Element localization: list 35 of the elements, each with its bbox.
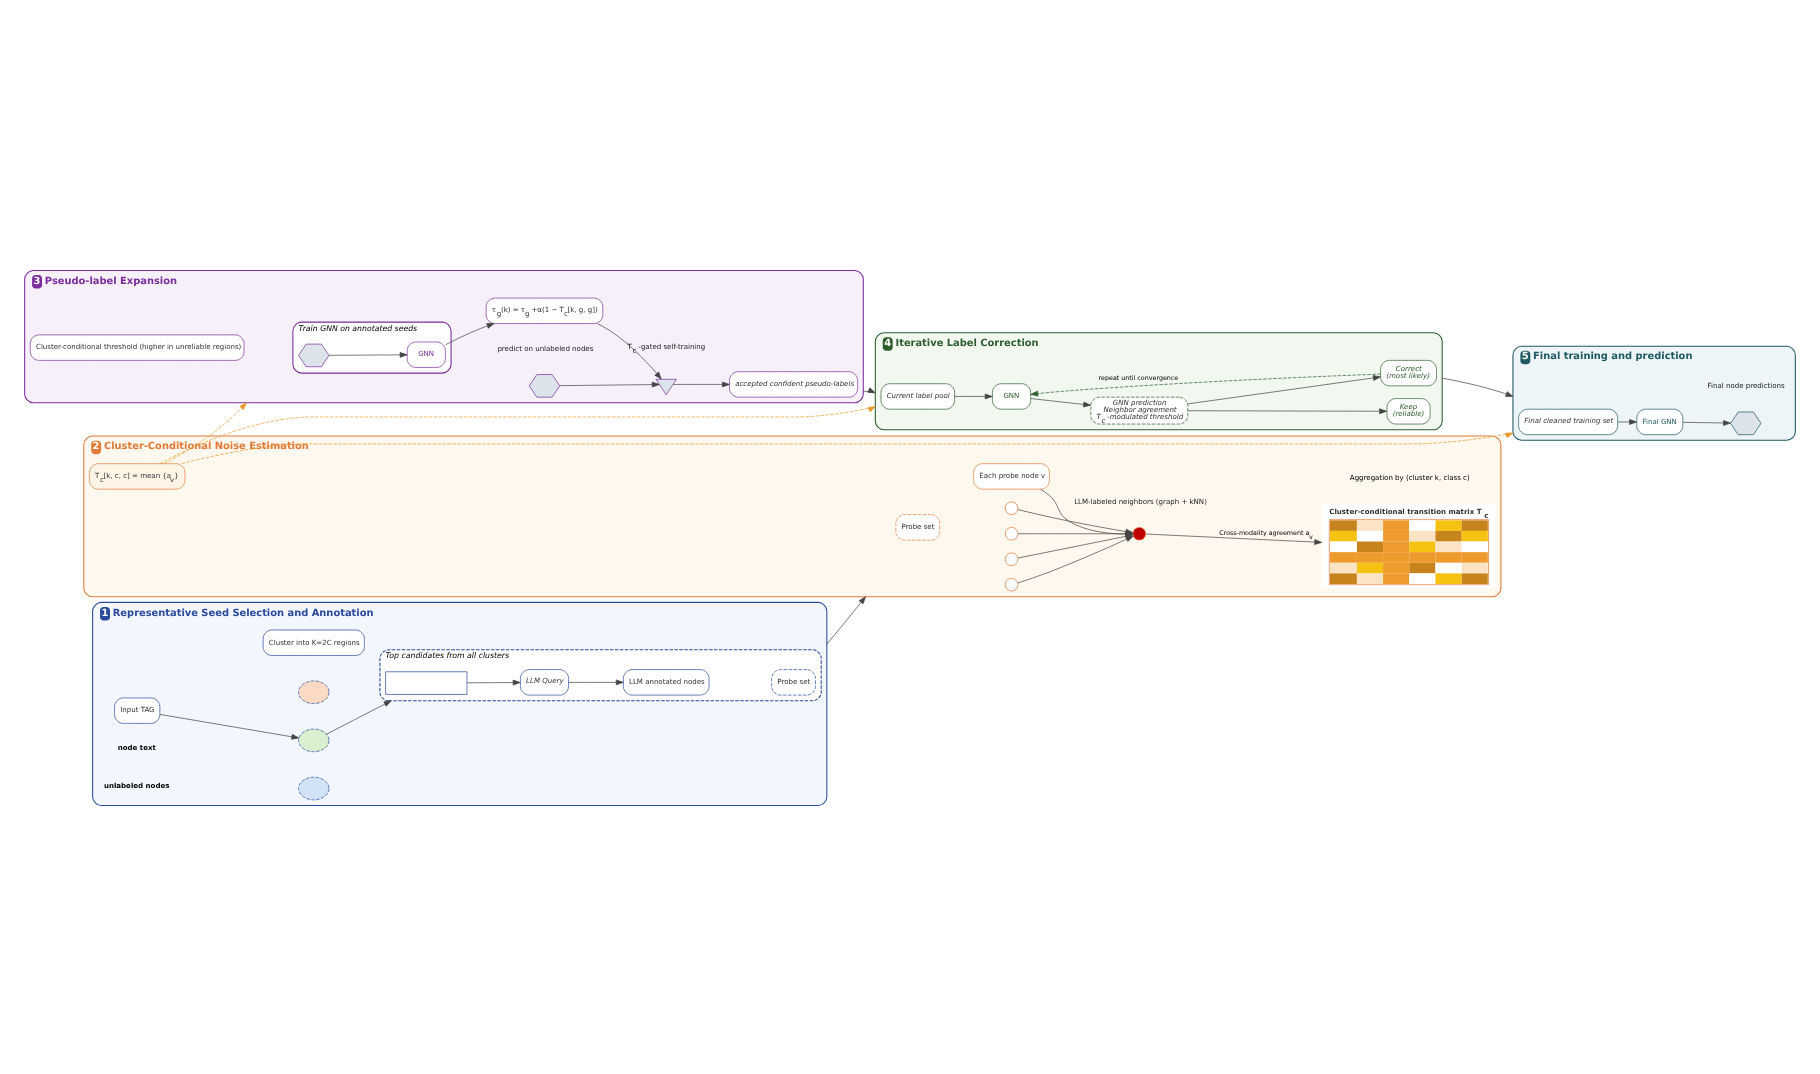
arrow — [559, 380, 660, 387]
node-ellipse — [298, 679, 330, 703]
arrow — [1441, 376, 1514, 396]
node-graph — [528, 373, 561, 397]
arrow — [328, 351, 408, 357]
arrow — [826, 595, 866, 644]
arrow — [1030, 372, 1381, 396]
arrow — [1187, 407, 1388, 414]
node-circle — [1004, 577, 1019, 591]
node-box — [385, 670, 468, 694]
node-circle — [1132, 526, 1146, 540]
node-circle — [1004, 551, 1019, 565]
arrow — [568, 678, 624, 685]
arrow — [954, 392, 993, 399]
node-circle — [1004, 526, 1019, 540]
arrow — [466, 678, 521, 685]
arrow — [326, 699, 392, 734]
arrow — [1145, 532, 1323, 544]
arrow — [181, 431, 1514, 463]
arrow — [1617, 418, 1637, 424]
arrow — [1682, 419, 1731, 425]
node-ellipse — [298, 775, 330, 800]
arrow — [159, 405, 876, 464]
arrow — [1187, 374, 1381, 404]
node-circle — [1004, 500, 1019, 514]
arrow — [159, 713, 300, 739]
node-ellipse — [298, 727, 330, 752]
arrow — [597, 322, 662, 379]
arrow — [445, 322, 495, 345]
node-graph — [298, 342, 330, 367]
node-graph — [1730, 410, 1762, 435]
node-funnel — [655, 377, 677, 395]
arrow — [164, 401, 247, 463]
arrow — [672, 380, 730, 387]
arrow — [1030, 397, 1091, 407]
